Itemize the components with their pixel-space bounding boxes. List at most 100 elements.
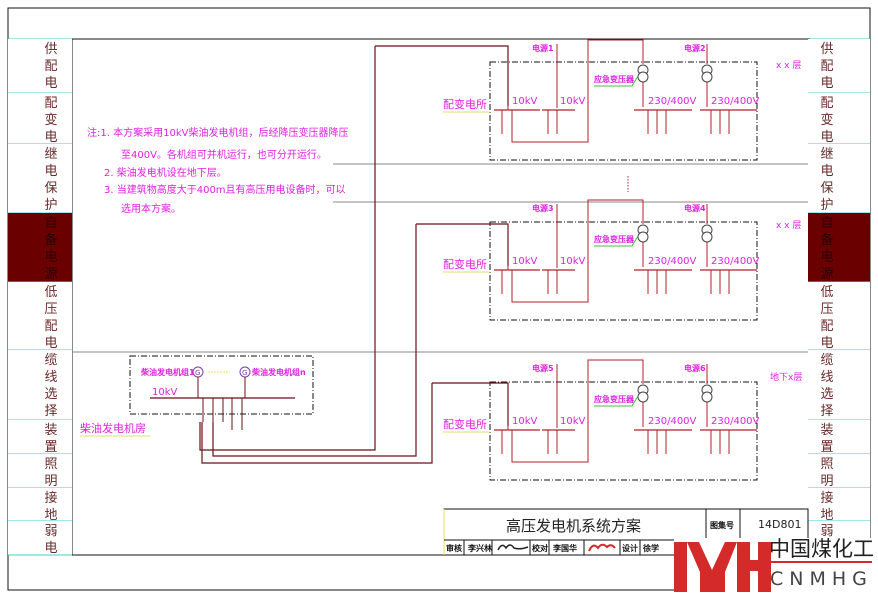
generator-1-label: 柴油发电机组1	[140, 367, 195, 377]
note-line-1: 注:1. 本方案采用10kV柴油发电机组，后经降压变压器降压	[87, 126, 348, 139]
side-tab-char: 选	[44, 387, 57, 402]
checker-signature	[588, 543, 616, 552]
side-tab-char: 保	[820, 181, 833, 196]
side-tab-char: 接	[44, 490, 57, 506]
substation-boundary	[489, 221, 758, 321]
side-tab-char: 择	[44, 404, 57, 419]
side-tab-char: 护	[44, 198, 57, 213]
source-b-label: 电源4	[684, 203, 706, 213]
side-tab-right-8[interactable]: 接地	[808, 488, 870, 523]
emergency-transformer-label: 应急变压器	[594, 234, 635, 244]
designer-name: 徐学	[642, 543, 659, 553]
side-tab-char: 装	[44, 423, 57, 438]
substation-room-label: 配变电所	[443, 257, 487, 271]
design-notes: 注:1. 本方案采用10kV柴油发电机组，后经降压变压器降压 至400V。各机组…	[87, 126, 348, 215]
side-tab-char: 电	[44, 76, 57, 91]
feeder-to-floor-1-top	[375, 45, 509, 106]
feeder-to-floor-2-top	[416, 223, 509, 266]
side-tab-char: 配	[820, 319, 833, 334]
source-b-label: 电源2	[684, 43, 706, 53]
side-tab-left-1[interactable]: 配变电	[8, 93, 72, 145]
lv-bus-b-voltage: 230/400V	[711, 416, 760, 427]
side-tab-char: 配	[44, 59, 57, 74]
watermark-logo: 中国煤化工 CNMHG	[674, 537, 878, 598]
generator-n-symbol: G	[242, 369, 247, 377]
floor-label: 地下x层	[770, 371, 802, 383]
hv-bus-b-voltage: 10kV	[560, 256, 586, 267]
inner-frame	[71, 38, 811, 556]
lv-bus-b-voltage: 230/400V	[711, 96, 760, 107]
hv-bus-a-voltage: 10kV	[512, 256, 538, 267]
side-tab-left-8[interactable]: 接地	[8, 488, 72, 523]
check-label: 校对	[532, 543, 548, 553]
side-tab-left-6[interactable]: 装置	[8, 420, 72, 455]
side-tab-char: 压	[820, 302, 833, 317]
lv-bus-a-voltage: 230/400V	[648, 256, 697, 267]
side-tab-char: 地	[820, 508, 833, 523]
lv-bus-b-voltage: 230/400V	[711, 256, 760, 267]
side-tab-right-0[interactable]: 供配电	[808, 39, 870, 94]
side-tab-char: 供	[820, 42, 833, 57]
note-line-4: 3. 当建筑物高度大于400m且有高压用电设备时，可以	[104, 183, 346, 196]
side-tab-right-1[interactable]: 配变电	[808, 93, 870, 145]
side-tab-char: 保	[44, 181, 57, 196]
emergency-transformer-label: 应急变压器	[594, 74, 635, 84]
transformer-icon	[637, 64, 649, 107]
note-line-2: 至400V。各机组可并机运行，也可分开运行。	[121, 148, 327, 161]
side-tab-char: 护	[820, 198, 833, 213]
watermark-en-text: CNMHG	[770, 568, 873, 590]
substation-boundary	[489, 381, 758, 481]
side-tab-left-0[interactable]: 供配电	[8, 39, 72, 94]
floor-label: x x 层	[776, 220, 801, 231]
generator-bus-voltage: 10kV	[152, 387, 178, 398]
side-tab-char: 择	[820, 404, 833, 419]
side-tab-char: 电	[820, 336, 833, 351]
side-tab-left-7[interactable]: 照明	[8, 454, 72, 489]
side-tab-left-9[interactable]: 弱电	[8, 521, 72, 556]
side-tab-right-7[interactable]: 照明	[808, 454, 870, 489]
design-label: 设计	[622, 543, 638, 553]
side-tab-char: 明	[820, 474, 833, 489]
feeder-to-floor-3-top	[432, 382, 509, 426]
side-tab-char: 选	[820, 387, 833, 402]
feeder-to-floor-1	[199, 46, 376, 451]
side-tab-char: 配	[820, 96, 833, 111]
title-block: 高压发电机系统方案 图集号 14D801 审核 李兴林 校对 李国华 设计 徐学	[443, 508, 809, 556]
reviewer-name: 李兴林	[467, 543, 492, 553]
side-tab-char: 电	[820, 164, 833, 179]
side-tab-char: 置	[820, 440, 833, 455]
side-tab-char: 弱	[820, 524, 833, 539]
emergency-transformer-label: 应急变压器	[594, 394, 635, 404]
side-tab-char: 电	[44, 164, 57, 179]
side-tab-right-6[interactable]: 装置	[808, 420, 870, 455]
hv-bus-a-voltage: 10kV	[512, 96, 538, 107]
generator-feeders	[199, 45, 509, 464]
atlas-label: 图集号	[710, 520, 734, 530]
side-tab-char: 自	[44, 216, 57, 231]
transformer-icon	[701, 384, 713, 427]
side-tab-char: 装	[820, 423, 833, 438]
feeder-to-floor-2	[212, 224, 417, 457]
side-tab-char: 配	[44, 96, 57, 111]
note-line-3: 2. 柴油发电机设在地下层。	[104, 166, 227, 179]
side-tab-char: 电	[820, 76, 833, 91]
side-tab-char: 缆	[820, 352, 833, 368]
feeder-to-floor-3	[201, 383, 433, 464]
side-tab-char: 照	[820, 457, 833, 472]
side-tab-char: 接	[820, 490, 833, 506]
hv-bus-b-voltage: 10kV	[560, 96, 586, 107]
side-tab-char: 缆	[44, 352, 57, 368]
generator-room: 柴油发电机组1 G G 柴油发电机组n 10kV 柴油发电机房	[80, 355, 314, 437]
lv-bus-a-voltage: 230/400V	[648, 416, 697, 427]
